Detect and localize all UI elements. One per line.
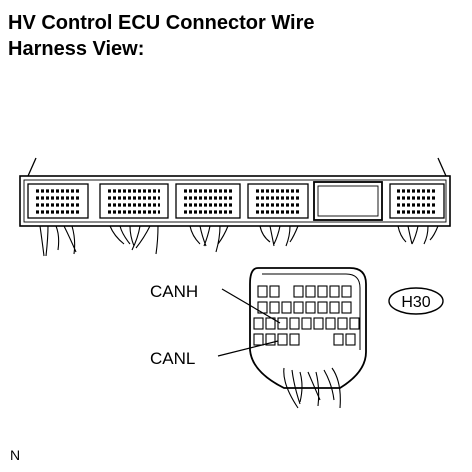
ecu-connector-2 <box>99 183 169 219</box>
ecu-empty-receptacle <box>313 181 383 221</box>
h30-terminal-row-4 <box>253 333 356 346</box>
ecu-wire-bundles <box>39 225 439 257</box>
leader-lines <box>217 288 281 357</box>
h30-terminal-row-3 <box>253 317 360 330</box>
title-line-2: Harness View: <box>8 38 145 60</box>
ecu-connector-3 <box>175 183 241 219</box>
diagram-title: HV Control ECU Connector Wire Harness Vi… <box>8 10 448 62</box>
connector-code-badge: H30 <box>388 287 444 315</box>
figure-note: N <box>10 447 20 463</box>
ecu-connector-5 <box>389 183 445 219</box>
canh-leader-line <box>221 288 281 324</box>
title-line-1: HV Control ECU Connector Wire <box>8 12 315 34</box>
canl-leader-line <box>217 340 279 357</box>
ecu-connector-1 <box>27 183 89 219</box>
canh-label: CANH <box>150 282 198 301</box>
h30-terminal-row-2 <box>257 301 352 314</box>
h30-wire-harness <box>283 367 341 409</box>
connector-code-text: H30 <box>401 294 430 311</box>
h30-connector-view <box>249 267 367 409</box>
h30-terminal-row-1 <box>257 285 352 298</box>
ecu-connector-4 <box>247 183 309 219</box>
canl-label: CANL <box>150 349 195 368</box>
